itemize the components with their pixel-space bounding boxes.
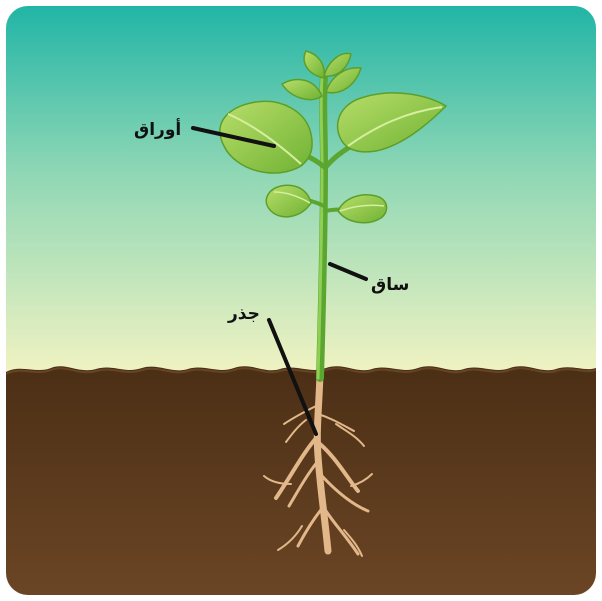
diagram-frame: أوراق ساق جذر [6,6,596,595]
root-label: جذر [228,304,260,324]
stem-label: ساق [371,275,409,295]
leaves-label: أوراق [134,120,181,140]
